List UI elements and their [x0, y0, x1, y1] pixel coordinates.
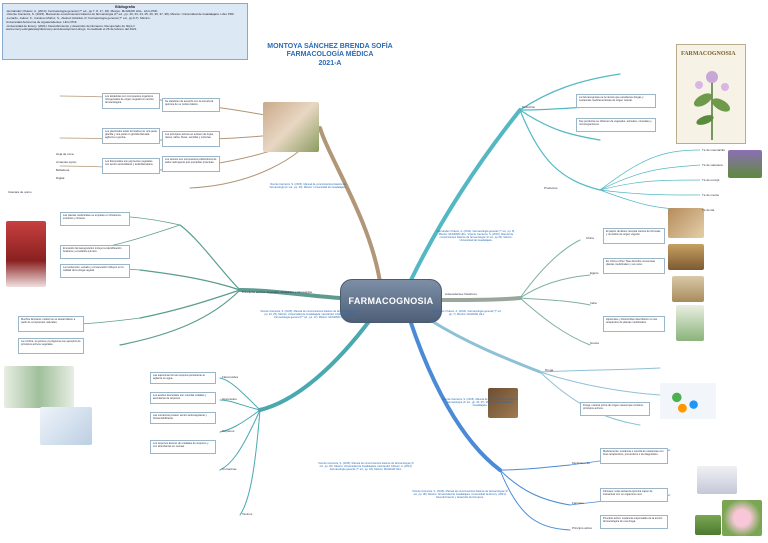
citation: Vicente Carranza, S. (2015). Manual de c…	[412, 490, 508, 499]
info-box: Principio activo: sustancia responsable …	[600, 515, 668, 529]
lavender-image	[728, 150, 762, 178]
citation: Vicente Carranza, S. (2015). Manual de c…	[441, 398, 519, 407]
branch-glucosidos: Glucósidos	[222, 397, 237, 401]
citation: Vicente Carranza, S. (2015). Manual de c…	[318, 462, 414, 471]
info-box: El papiro de Ebers recopila cientos de f…	[603, 228, 665, 244]
branch-antecedentes: Antecedentes históricos	[445, 292, 477, 296]
citation: Hernández Chávez, A. (2014). Farmacologí…	[436, 230, 516, 242]
info-box: Fármaco: toda sustancia química capaz de…	[600, 488, 668, 502]
plant-label: Cáscara de quino	[8, 190, 32, 194]
branch-droga: Droga	[545, 368, 554, 372]
bibliography-title: Bibliografía	[115, 5, 135, 9]
bibliography-line: -Lozardo, Juárez, F., Cardoso Muñoz, S.,…	[6, 16, 151, 21]
bibliography-line: -Universidad de Emory. (2021). Descubrim…	[6, 23, 135, 28]
info-box: La recolección, secado y conservación in…	[60, 264, 130, 278]
branch-egipto: Egipto	[590, 271, 599, 275]
plant-label: Digital	[56, 176, 65, 180]
info-box: Sus productos se obtienen de vegetales, …	[576, 118, 656, 132]
info-box: Los alcaloides son compuestos orgánicos …	[102, 93, 160, 109]
central-topic: FARMACOGNOSIA	[340, 279, 442, 323]
colored-pills-image	[660, 383, 716, 419]
book-cover-image: FARMACOGNOSIA	[676, 44, 746, 144]
plant-label: Hoja de coca	[56, 152, 74, 156]
herbs-image	[263, 102, 319, 152]
herb-item: Té de menta	[702, 193, 719, 197]
branch-grecia: Grecia	[590, 341, 599, 345]
branch-definicion: Definición	[522, 105, 536, 109]
molecule-image	[697, 466, 737, 494]
egypt-image	[668, 244, 704, 270]
author-header: MONTOYA SÁNCHEZ BRENDA SOFÍA FARMACOLOGÍ…	[255, 43, 405, 68]
info-box: La morfina, la quinina y la digoxina son…	[18, 338, 84, 354]
herb-item: Té de valeriana	[702, 163, 723, 167]
info-box: Los glucósidos están formados por una pa…	[102, 128, 160, 144]
branch-flavonoides: Flavonoides	[222, 375, 239, 379]
bark-image	[488, 388, 518, 418]
pills-image	[6, 221, 46, 287]
info-box: Los aceites esenciales son mezclas volát…	[150, 392, 216, 404]
herb-item: Té de toronjil	[702, 178, 720, 182]
info-box: Los flavonoides son pigmentos vegetales …	[102, 158, 160, 174]
course-name: FARMACOLOGÍA MÉDICA	[286, 51, 374, 59]
branch-principios: Principios activos vegetales: Alcaloides…	[242, 290, 313, 294]
period: 2021-A	[318, 59, 342, 67]
plant-illustration-icon	[693, 71, 731, 140]
info-box: En China el Pen Tsao describe numerosas …	[603, 258, 665, 274]
capsules-bottles-image	[4, 366, 74, 408]
bibliography-line: -Vicente Carranza, S. (2015). Manual de …	[6, 12, 235, 17]
info-box: Las cumarinas poseen acción anticoagulan…	[150, 412, 216, 424]
bibliography-box: Bibliografía -Hernández Chávez, A. (2014…	[2, 3, 248, 60]
branch-farmaco: Fármaco	[572, 501, 584, 505]
hand-pills-image	[40, 407, 92, 445]
branch-india: India	[590, 301, 597, 305]
branch-china: China	[586, 236, 594, 240]
info-box: Las saponinas forman espuma persistente …	[150, 372, 216, 384]
branch-terpenos: Terpenos	[222, 429, 235, 433]
herb-item: Té de manzanilla	[702, 148, 725, 152]
info-box: Medicamento: sustancia o mezcla de susta…	[600, 448, 668, 464]
plant-label: Belladona	[56, 168, 70, 172]
plant-chart-image	[676, 305, 704, 341]
info-box: Las plantas medicinales se emplean en in…	[60, 212, 130, 226]
herbal-jars-image	[668, 208, 704, 238]
info-box: El estudio farmacognóstico incluye la id…	[60, 245, 130, 259]
info-box: Hipócrates y Dioscórides describieron el…	[603, 316, 665, 332]
citation: Hernández Chávez, A. (2014). Farmacologí…	[432, 310, 502, 316]
info-box: Droga: materia prima de origen natural q…	[580, 402, 650, 416]
bibliography-line: Universidad Autónoma de Aguascalientes. …	[6, 19, 78, 24]
greek-image	[672, 276, 704, 302]
bibliography-line: www.emory.edu/gateway/discovery-and-deve…	[6, 27, 138, 32]
info-box: Los terpenos derivan de unidades de isop…	[150, 440, 216, 454]
book-title: FARMACOGNOSIA	[681, 51, 736, 57]
flower-image	[722, 500, 762, 536]
plant-label: Amapola (opio)	[56, 160, 77, 164]
info-box: La farmacognosia es la ciencia que estud…	[576, 94, 656, 108]
plants-image	[695, 515, 721, 535]
branch-productos: Productos	[544, 186, 558, 190]
bibliography-line: -Hernández Chávez, A. (2014). Farmacolog…	[6, 8, 158, 13]
citation: Vicente Carranza, S. (2015). Manual de c…	[260, 310, 361, 319]
branch-principio: Principio activo	[572, 526, 593, 530]
info-box: Los taninos son compuestos polifenólicos…	[162, 156, 220, 172]
info-box: Muchos fármacos modernos se desarrollaro…	[18, 316, 84, 332]
branch-cumarinas: Cumarinas	[222, 467, 237, 471]
author-name: MONTOYA SÁNCHEZ BRENDA SOFÍA	[267, 43, 393, 50]
herb-item: Té de tila	[702, 208, 715, 212]
branch-taninos: Taninos	[242, 512, 253, 516]
info-box: Se clasifican de acuerdo con la estructu…	[162, 98, 220, 112]
branch-medicamento: Medicamento	[572, 461, 591, 465]
citation: Vicente Carranza, S. (2015). Manual de c…	[269, 183, 347, 189]
info-box: Los principios activos se extraen de hoj…	[162, 131, 220, 147]
